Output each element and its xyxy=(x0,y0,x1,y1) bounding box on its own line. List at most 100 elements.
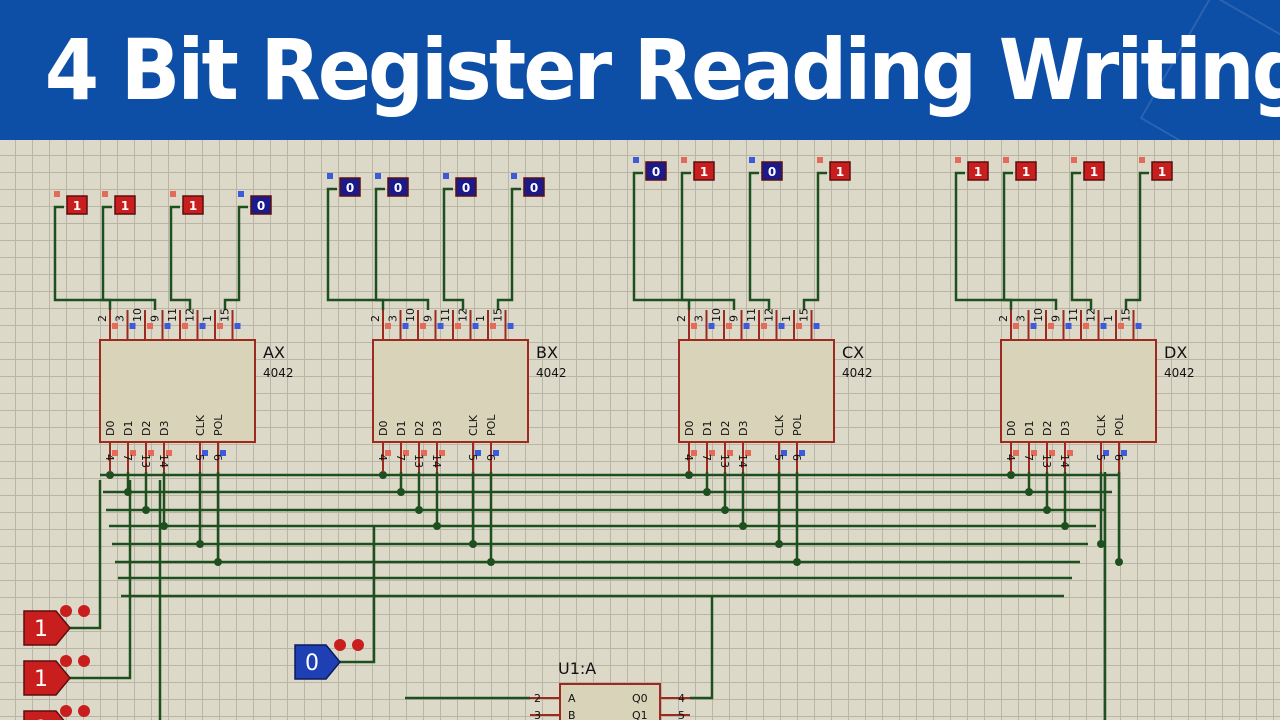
pin-number: 13 xyxy=(1040,454,1053,468)
pin-state xyxy=(148,450,154,456)
probe-box xyxy=(761,161,783,181)
decoder-input-label: A xyxy=(568,692,576,705)
pin-label: D1 xyxy=(701,421,714,436)
probe-pin xyxy=(633,157,639,163)
pin-state xyxy=(455,323,461,329)
wire xyxy=(690,596,714,700)
probe-pin xyxy=(955,157,961,163)
probe-value: 0 xyxy=(257,199,265,213)
input-led xyxy=(60,705,72,717)
decoder-output-label: Q0 xyxy=(632,692,648,705)
wire xyxy=(680,171,736,310)
pin-state xyxy=(1121,450,1127,456)
pin-state xyxy=(726,323,732,329)
pin-state xyxy=(691,450,697,456)
pin-number: 10 xyxy=(404,308,417,322)
pin-number: 2 xyxy=(96,315,109,322)
input-led xyxy=(78,605,90,617)
decoder-pin-number: 2 xyxy=(534,692,541,705)
pin-number: 13 xyxy=(718,454,731,468)
pin-state xyxy=(164,323,171,329)
pin-number: 1 xyxy=(780,315,793,322)
probe-box xyxy=(645,161,667,181)
pin-state xyxy=(1103,450,1109,456)
register-ax: 2Q03Q010Q19Q111Q212Q21Q315Q3D04D17D213D3… xyxy=(96,308,294,472)
junction-dot xyxy=(1061,522,1069,530)
control-shape xyxy=(294,644,341,680)
pin-number: 3 xyxy=(114,315,127,322)
pin-label: CLK xyxy=(467,414,480,436)
register-part: 4042 xyxy=(263,366,294,380)
pin-number: 11 xyxy=(1067,308,1080,322)
pin-state xyxy=(421,450,427,456)
wire xyxy=(954,171,1013,310)
probe-value: 1 xyxy=(189,199,197,213)
junction-dot xyxy=(775,540,783,548)
probe-pin xyxy=(170,191,176,197)
pin-state xyxy=(437,323,444,329)
pin-number: 5 xyxy=(193,454,206,461)
pin-number: 14 xyxy=(157,454,170,468)
pin-number: 6 xyxy=(484,454,497,461)
wire xyxy=(1002,171,1058,310)
probe-pin xyxy=(327,173,333,179)
junction-dot xyxy=(721,506,729,514)
pin-label: D3 xyxy=(431,421,444,436)
pin-state xyxy=(727,450,733,456)
input-led xyxy=(78,655,90,667)
junction-dot xyxy=(685,471,693,479)
pin-state xyxy=(402,323,409,329)
junction-dot xyxy=(196,540,204,548)
pin-state xyxy=(507,323,514,329)
pin-number: 5 xyxy=(466,454,479,461)
probe-value: 0 xyxy=(652,165,660,179)
pin-label: D0 xyxy=(104,421,117,436)
logic-probe: 0 xyxy=(387,177,409,197)
chip-body xyxy=(678,339,835,443)
schematic-canvas[interactable]: 11102Q03Q010Q19Q111Q212Q21Q315Q3D04D17D2… xyxy=(0,140,1280,720)
pin-state xyxy=(490,323,496,329)
wire xyxy=(374,187,430,310)
pin-state xyxy=(166,450,172,456)
probe-value: 1 xyxy=(121,199,129,213)
pin-label: POL xyxy=(1113,414,1126,436)
wire xyxy=(496,187,521,310)
input-value: 1 xyxy=(34,667,48,692)
decoder-input-label: B xyxy=(568,709,576,720)
input-shape xyxy=(23,710,65,720)
wire xyxy=(748,171,771,310)
pin-state xyxy=(147,323,153,329)
pin-state xyxy=(385,323,391,329)
pin-state xyxy=(1031,450,1037,456)
probe-pin xyxy=(102,191,108,197)
pin-label: D3 xyxy=(158,421,171,436)
pin-number: 3 xyxy=(693,315,706,322)
probe-box xyxy=(114,195,136,215)
wire xyxy=(101,205,157,310)
pin-label: CLK xyxy=(773,414,786,436)
pin-number: 1 xyxy=(474,315,487,322)
pin-state xyxy=(1100,323,1107,329)
pin-state xyxy=(112,450,118,456)
probe-box xyxy=(829,161,851,181)
probe-box xyxy=(182,195,204,215)
pin-state xyxy=(1048,323,1054,329)
wire xyxy=(169,205,192,310)
pin-number: 11 xyxy=(745,308,758,322)
probe-value: 0 xyxy=(394,181,402,195)
probe-value: 1 xyxy=(1158,165,1166,179)
pin-state xyxy=(234,323,241,329)
wire xyxy=(158,480,162,720)
register-name: AX xyxy=(263,343,285,362)
logic-probe: 1 xyxy=(114,195,136,215)
pin-number: 15 xyxy=(492,308,505,322)
pin-state xyxy=(182,323,188,329)
logic-probe: 1 xyxy=(1083,161,1105,181)
pin-state xyxy=(217,323,223,329)
logic-probe: 1 xyxy=(1151,161,1173,181)
register-name: CX xyxy=(842,343,864,362)
probe-pin xyxy=(1071,157,1077,163)
pin-number: 10 xyxy=(1032,308,1045,322)
junction-dot xyxy=(379,471,387,479)
